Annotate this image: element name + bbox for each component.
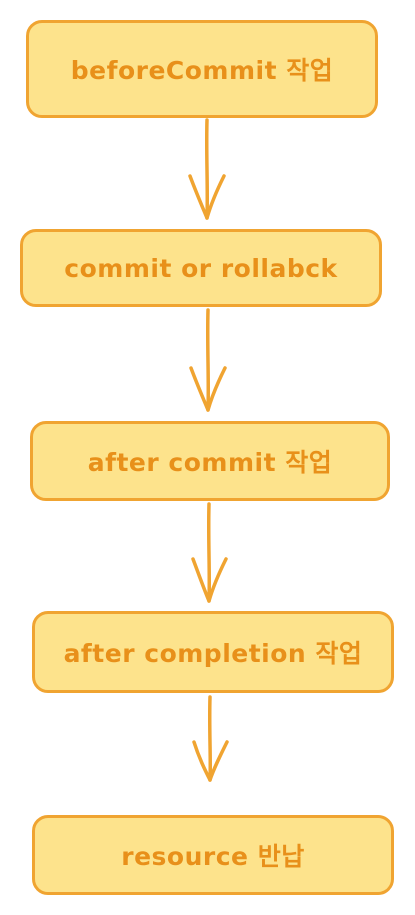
arrow-1: [188, 118, 226, 220]
node-after-commit: after commit 작업: [30, 421, 390, 501]
node-label: after completion 작업: [63, 639, 363, 668]
arrow-2: [189, 308, 227, 412]
node-after-completion: after completion 작업: [32, 611, 394, 693]
node-label: resource 반납: [121, 842, 305, 871]
node-label: commit or rollabck: [64, 253, 338, 283]
arrow-4: [192, 695, 229, 782]
node-label: beforeCommit 작업: [70, 56, 334, 85]
node-label: after commit 작업: [87, 448, 333, 477]
arrow-3: [191, 502, 228, 603]
node-resource-return: resource 반납: [32, 815, 394, 895]
node-commit-or-rollback: commit or rollabck: [20, 229, 382, 307]
node-before-commit: beforeCommit 작업: [26, 20, 378, 118]
